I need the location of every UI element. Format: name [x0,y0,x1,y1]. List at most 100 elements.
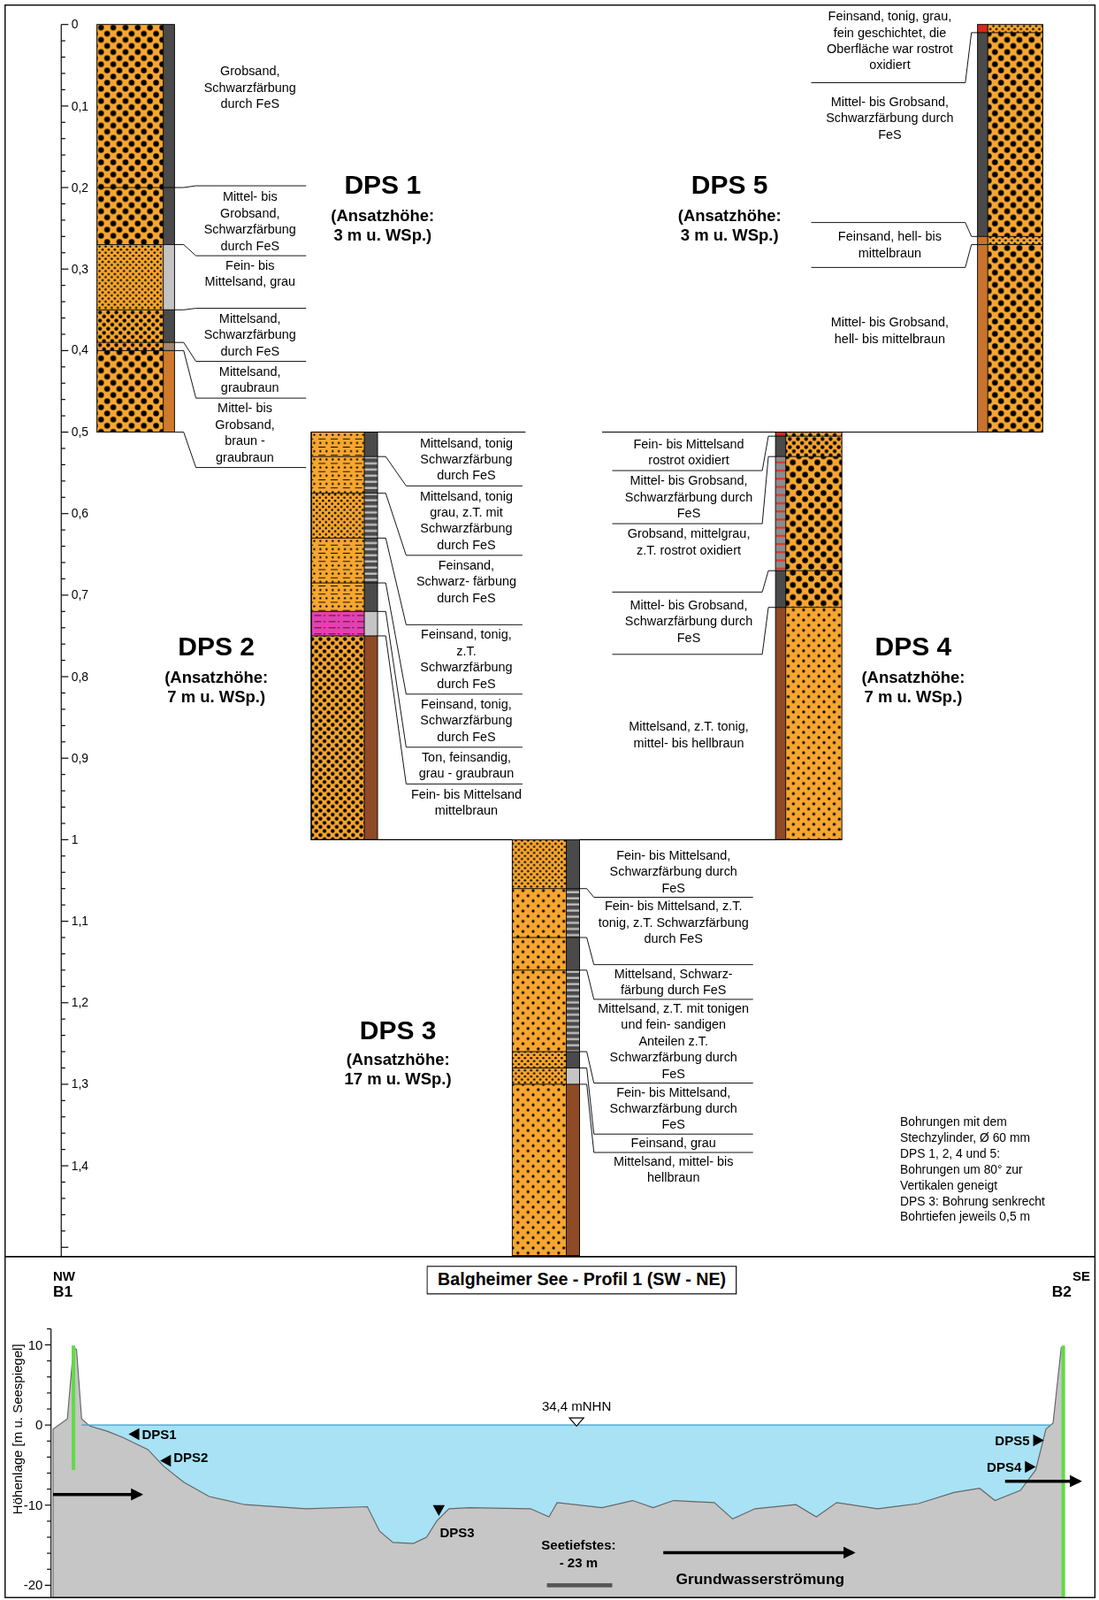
depth-tick [61,773,66,775]
depth-tick [61,806,66,808]
depth-tick [61,659,66,661]
layer-boundary [97,187,176,189]
note-block: Bohrungen mit dem Stechzylinder, Ø 60 mm… [900,1114,1064,1225]
elevation-tick-label: -10 [23,1496,44,1513]
sample-marker [160,1455,170,1466]
depth-tick-label: 0,8 [71,668,89,685]
leader-line [174,185,306,188]
depth-tick [61,512,69,514]
depth-tick [61,89,66,91]
depth-tick-label: 0,9 [71,749,89,766]
layer-description: Feinsand, tonig, z.T. Schwarzfärbung dur… [410,626,523,693]
layer-description: Fein- bis Mittelsand, z.T. tonig, z.T. S… [596,898,750,947]
core-layer [786,435,842,457]
core-column [977,24,1044,433]
depth-tick-label: 1,2 [71,993,89,1010]
elevation-tick [46,1535,52,1537]
sample-label: DPS2 [173,1449,208,1466]
sample-label: DPS5 [994,1432,1030,1449]
depth-tick [61,887,66,889]
core-layer [786,456,842,571]
core-outline [97,24,176,433]
depth-tick [61,1181,66,1183]
leader-line [174,308,306,311]
core-start-depth: (Ansatzhöhe: [330,206,435,226]
depth-tick [61,317,66,319]
depth-tick [61,236,66,237]
core-layer [311,610,365,636]
depth-tick [61,790,66,792]
leader-line [377,610,523,748]
core-layer [786,607,842,840]
depth-tick [61,496,66,498]
core-start-depth: 17 m u. WSp.) [344,1068,452,1088]
method-note: Bohrtiefen jeweils 0,5 m [900,1209,1064,1226]
section-frame [602,431,1044,433]
deepest-point-label: - 23 m [559,1554,598,1571]
scale-bar [547,1582,613,1588]
elevation-tick [45,1343,52,1345]
depth-tick [61,23,69,25]
colour-strip [364,610,378,636]
depth-tick [61,186,69,188]
depth-tick [61,1067,66,1069]
water-level-symbol [569,1417,584,1426]
core-start-depth: (Ansatzhöhe: [164,667,268,687]
layer-boundary [97,342,176,344]
depth-tick-label: 0,7 [71,587,89,603]
depth-tick [61,219,66,221]
depth-tick [61,708,66,710]
core-start-depth: 7 m u. WSp.) [167,686,266,707]
depth-tick [61,431,69,433]
layer-description: Mittelsand, tonig Schwarzfärbung durch F… [410,435,523,484]
layer-boundary [511,969,580,970]
layer-description: Mittel- bis Grobsand, braun - graubraun [198,399,291,466]
depth-tick [61,529,66,531]
depth-tick [61,1213,66,1215]
elevation-tick-label: -20 [23,1576,44,1593]
core-layer [97,350,164,432]
depth-tick [61,480,66,481]
layer-description: Feinsand, hell- bis mittelbraun [818,228,962,262]
section-frame [311,431,526,433]
depth-tick [61,415,66,417]
layer-description: Fein- bis Mittelsand, grau [204,257,297,291]
layer-boundary [511,1067,580,1069]
layer-boundary [511,1051,580,1053]
depth-tick [61,578,66,580]
colour-strip [566,1067,581,1084]
depth-tick [61,985,66,987]
depth-tick [61,1115,66,1117]
method-note: DPS 3: Bohrung senkrecht [900,1193,1064,1210]
section-frame [580,839,843,840]
strip-divider [162,24,164,433]
layer-description: Fein- bis Mittelsand, Schwarzfärbung dur… [596,847,750,896]
depth-tick [61,447,66,449]
core-start-depth: (Ansatzhöhe: [678,206,782,226]
colour-strip [566,969,581,1052]
layer-description: Mittelsand, Schwarz- färbung durch FeS [596,965,750,999]
colour-strip [566,888,581,938]
lake-bed [53,1346,1064,1597]
strip-divider [565,839,567,1255]
depth-tick [61,284,66,286]
layer-description: Grobsand, mittelgrau, z.T. rostrot oxidi… [617,525,761,558]
core-start-depth: (Ansatzhöhe: [861,667,965,687]
core-column [511,839,580,1255]
depth-tick [61,594,69,596]
layer-description: Mittel- bis Grobsand, Schwarzfärbung dur… [622,472,756,521]
layer-description: Mittelsand, z.T. mit tonigen und fein- s… [596,999,750,1082]
core-outline [311,432,378,840]
leader-line [611,607,776,655]
colour-strip [364,493,378,539]
colour-strip [163,309,176,343]
depth-tick [61,725,66,726]
elevation-tick [46,1327,52,1329]
core-start-depth: 7 m u. WSp.) [864,686,963,707]
layer-description: Mittelsand, tonig grau, z.T. mit Schwarz… [410,488,523,554]
core-layer [786,432,842,437]
method-note: Bohrungen mit dem Stechzylinder, Ø 60 mm [900,1114,1064,1146]
core-layer [511,1051,566,1068]
sample-label: DPS3 [439,1524,474,1541]
